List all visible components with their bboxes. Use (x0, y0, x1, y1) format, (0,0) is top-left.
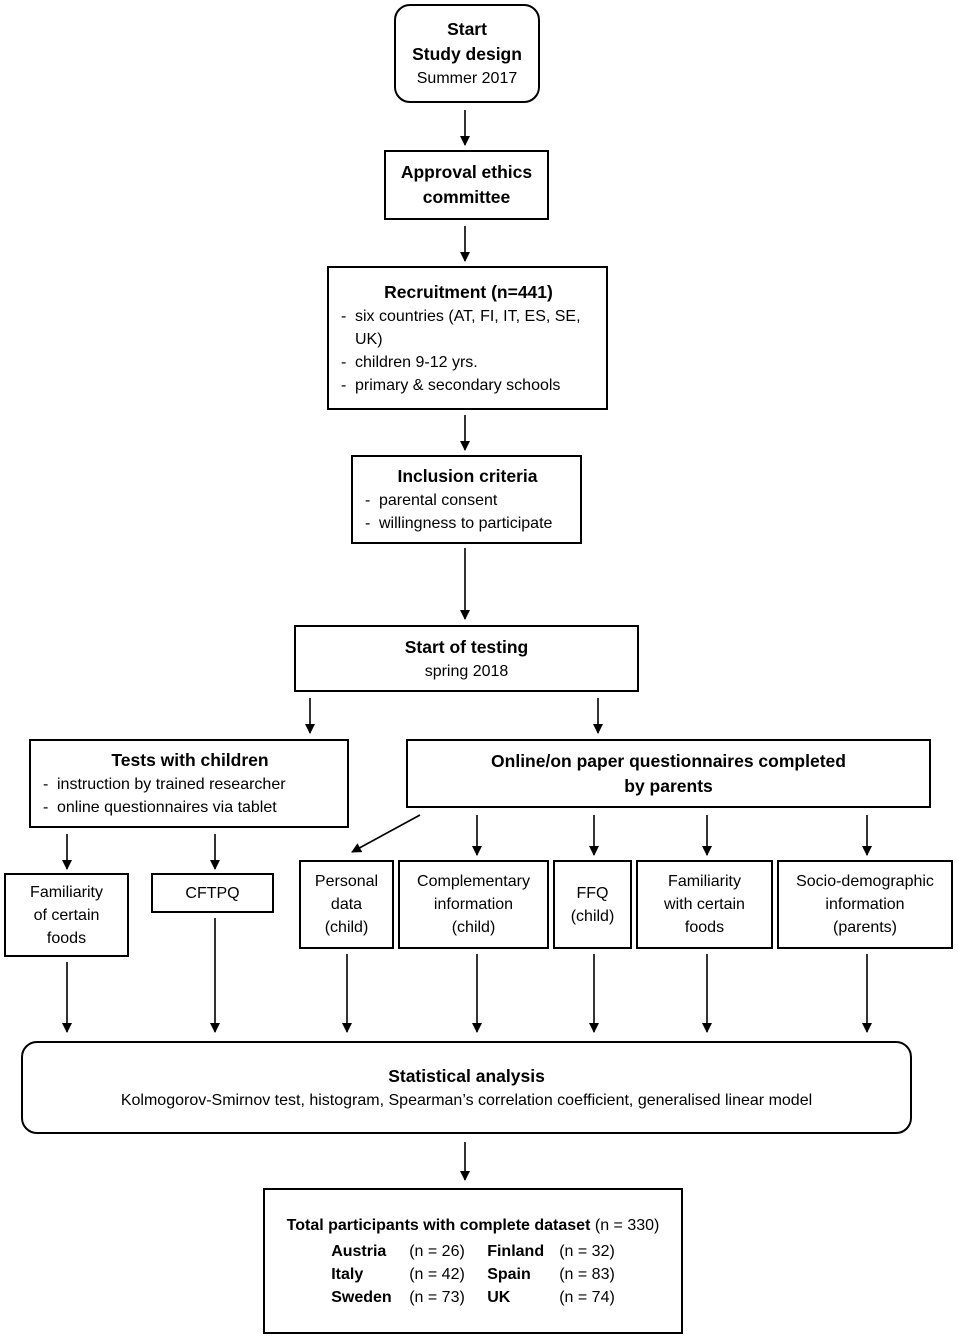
complementary-line: Complementary (417, 873, 530, 890)
total-participants-box: Total participants with complete dataset… (263, 1188, 683, 1334)
country-n: (n = 73) (409, 1289, 465, 1306)
inclusion-title: Inclusion criteria (397, 466, 538, 486)
country-name: Italy (331, 1266, 364, 1283)
socio-demographic-box: Socio-demographic information (parents) (777, 860, 953, 949)
parents-q-line2: by parents (624, 775, 713, 796)
country-n: (n = 74) (559, 1289, 615, 1306)
cftpq-label: CFTPQ (185, 884, 240, 902)
recruitment-item: primary & secondary schools (341, 374, 560, 397)
personal-data-line: (child) (324, 919, 369, 936)
complementary-line: information (433, 896, 514, 913)
personal-data-box: Personal data (child) (299, 860, 394, 949)
analysis-methods: Kolmogorov-Smirnov test, histogram, Spea… (120, 1091, 813, 1109)
testing-subtitle: spring 2018 (424, 662, 509, 680)
country-name: UK (487, 1289, 511, 1306)
inclusion-item: parental consent (365, 489, 497, 512)
ffq-box: FFQ (child) (553, 860, 632, 949)
inclusion-box: Inclusion criteria parental consent will… (351, 455, 582, 544)
recruitment-item: children 9-12 yrs. (341, 351, 478, 374)
inclusion-item: willingness to participate (365, 512, 552, 535)
country-n: (n = 42) (409, 1266, 465, 1283)
start-label: Start (447, 19, 487, 39)
country-n: (n = 83) (559, 1266, 615, 1283)
parents-questionnaires-box: Online/on paper questionnaires completed… (406, 739, 931, 808)
ethics-line2: committee (422, 187, 511, 207)
analysis-title: Statistical analysis (388, 1065, 545, 1086)
country-name: Sweden (331, 1289, 392, 1306)
ffq-line: FFQ (576, 884, 609, 902)
total-title-n: (n = 330) (594, 1217, 660, 1234)
country-table: Austria (n = 26) Finland (n = 32) Italy … (328, 1240, 618, 1309)
testing-title: Start of testing (404, 636, 529, 657)
children-tests-title: Tests with children (111, 750, 269, 770)
socio-demo-line: Socio-demographic (796, 873, 934, 890)
ffq-line: (child) (570, 907, 615, 925)
country-n: (n = 26) (409, 1243, 465, 1260)
recruitment-box: Recruitment (n=441) six countries (AT, F… (327, 266, 608, 410)
familiarity-line: Familiarity (30, 883, 103, 901)
country-name: Austria (331, 1243, 387, 1260)
statistical-analysis-box: Statistical analysis Kolmogorov-Smirnov … (21, 1041, 912, 1134)
ethics-line1: Approval ethics (400, 162, 533, 182)
country-name: Spain (487, 1266, 531, 1283)
personal-data-line: Personal (314, 873, 379, 890)
children-tests-item: online questionnaires via tablet (43, 796, 277, 819)
children-tests-box: Tests with children instruction by train… (29, 739, 349, 828)
table-row: Austria (n = 26) Finland (n = 32) (328, 1240, 618, 1263)
parents-q-line1: Online/on paper questionnaires completed (491, 750, 846, 771)
country-name: Finland (487, 1243, 545, 1260)
recruitment-title: Recruitment (n=441) (384, 281, 553, 302)
familiarity-parent-line: Familiarity (668, 873, 741, 890)
start-box: Start Study design Summer 2017 (394, 4, 540, 103)
ethics-box: Approval ethics committee (384, 150, 549, 220)
personal-data-line: data (330, 896, 363, 913)
study-design-label: Study design (412, 44, 522, 64)
familiarity-foods-parent-box: Familiarity with certain foods (636, 860, 773, 949)
testing-box: Start of testing spring 2018 (294, 625, 639, 692)
arrow-parents-to-personal (351, 814, 421, 853)
familiarity-foods-child-box: Familiarity of certain foods (4, 873, 129, 957)
familiarity-parent-line: foods (684, 919, 725, 936)
familiarity-line: of certain (33, 906, 100, 924)
complementary-info-box: Complementary information (child) (398, 860, 549, 949)
complementary-line: (child) (451, 919, 496, 936)
children-tests-item: instruction by trained researcher (43, 773, 286, 796)
socio-demo-line: (parents) (832, 919, 898, 936)
study-design-date: Summer 2017 (416, 70, 518, 87)
cftpq-box: CFTPQ (151, 873, 274, 913)
total-title: Total participants with complete dataset… (287, 1213, 660, 1238)
table-row: Italy (n = 42) Spain (n = 83) (328, 1263, 618, 1286)
socio-demo-line: information (825, 896, 905, 913)
familiarity-line: foods (46, 929, 87, 947)
familiarity-parent-line: with certain (664, 896, 745, 913)
table-row: Sweden (n = 73) UK (n = 74) (328, 1286, 618, 1309)
recruitment-item: six countries (AT, FI, IT, ES, SE, UK) (341, 305, 595, 351)
total-title-bold: Total participants with complete dataset (286, 1217, 591, 1234)
country-n: (n = 32) (559, 1243, 615, 1260)
